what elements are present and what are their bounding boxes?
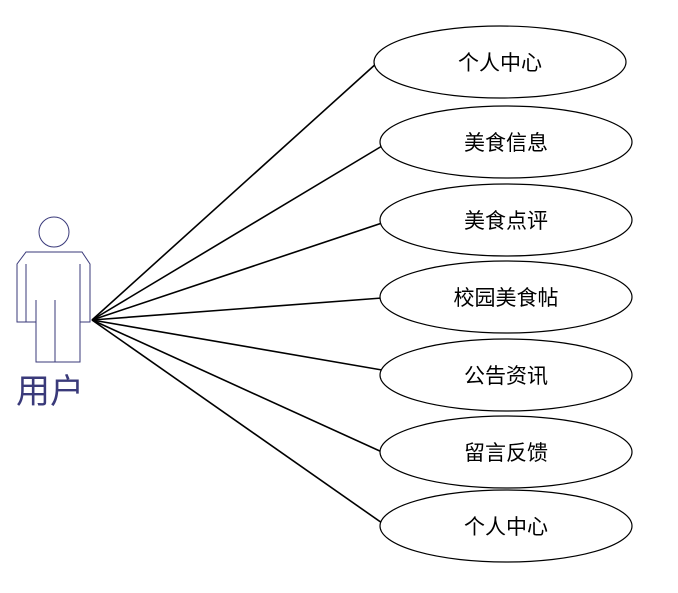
use-case-item: 个人中心 bbox=[379, 489, 633, 563]
use-case-ellipse bbox=[379, 183, 633, 257]
use-case-ellipse bbox=[379, 415, 633, 489]
use-case-label: 个人中心 bbox=[464, 515, 548, 539]
use-case-item: 美食信息 bbox=[379, 105, 633, 179]
association-line bbox=[91, 145, 383, 321]
actor-label: 用户 bbox=[16, 372, 84, 412]
association-line bbox=[91, 297, 383, 321]
use-case-ellipse bbox=[379, 260, 633, 334]
associations bbox=[91, 61, 383, 524]
association-line bbox=[91, 319, 383, 524]
use-case-item: 个人中心 bbox=[373, 25, 627, 99]
use-case-ellipse bbox=[379, 105, 633, 179]
association-line bbox=[91, 319, 383, 453]
use-case-label: 留言反馈 bbox=[464, 441, 548, 465]
actor-body bbox=[16, 251, 91, 363]
association-line bbox=[91, 222, 383, 321]
association-line bbox=[91, 61, 379, 321]
use-case-label: 美食信息 bbox=[464, 131, 548, 155]
use-case-ellipse bbox=[373, 25, 627, 99]
actor-head bbox=[38, 216, 70, 248]
use-case-label: 美食点评 bbox=[464, 209, 548, 233]
use-case-ellipse bbox=[379, 489, 633, 563]
use-case-item: 留言反馈 bbox=[379, 415, 633, 489]
use-case-ellipse bbox=[379, 338, 633, 412]
association-line bbox=[91, 319, 383, 371]
user-actor-icon bbox=[16, 216, 91, 363]
use-case-item: 公告资讯 bbox=[379, 338, 633, 412]
use-case-item: 美食点评 bbox=[379, 183, 633, 257]
use-case-label: 个人中心 bbox=[458, 51, 542, 75]
use-case-label: 校园美食帖 bbox=[454, 286, 559, 310]
use-case-item: 校园美食帖 bbox=[379, 260, 633, 334]
use-case-label: 公告资讯 bbox=[464, 364, 548, 388]
